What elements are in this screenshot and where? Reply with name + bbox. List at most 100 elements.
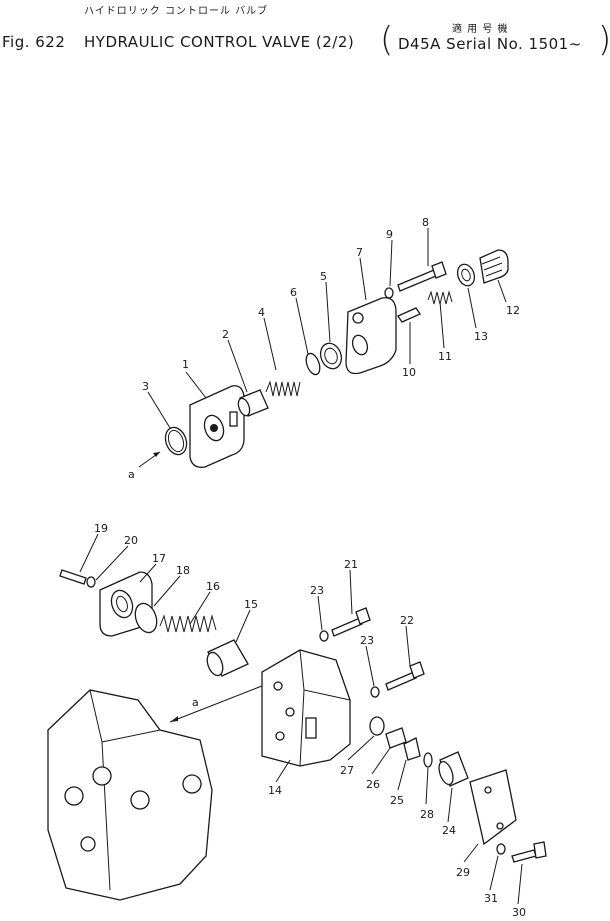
part-23-washer-a <box>319 630 329 642</box>
part-7-flange <box>345 297 397 375</box>
callout-4: 4 <box>258 306 265 319</box>
part-6-o-ring <box>305 352 321 376</box>
diagram-header: ハイドロリック コントロール バルブ Fig. 622 HYDRAULIC CO… <box>0 0 610 60</box>
callout-9: 9 <box>386 228 393 241</box>
housing-port-a <box>64 786 84 806</box>
part-16-spring <box>159 614 217 633</box>
part-29-cover-plate <box>469 769 517 846</box>
part-22-bolt-head <box>409 661 425 679</box>
part-13-washer-hole <box>461 268 471 282</box>
callout-30: 30 <box>512 906 526 919</box>
english-title: HYDRAULIC CONTROL VALVE (2/2) <box>84 33 355 51</box>
part-14-body-edges <box>299 649 351 767</box>
part-30-bolt <box>511 849 537 863</box>
callout-16: 16 <box>206 580 220 593</box>
assembly-leader-line <box>169 681 273 723</box>
callout-27: 27 <box>340 764 354 777</box>
callout-18: 18 <box>176 564 190 577</box>
part-1-bore-center <box>210 424 218 432</box>
housing-port-e <box>80 836 96 852</box>
part-8-bolt-head <box>431 261 447 279</box>
part-1-slot <box>229 411 238 427</box>
part-21-bolt <box>331 617 363 637</box>
callout-25: 25 <box>390 794 404 807</box>
part-13-washer <box>456 263 476 287</box>
callout-leaders <box>79 228 523 905</box>
callout-3: 3 <box>142 380 149 393</box>
ref-a-top-label: a <box>128 468 135 481</box>
part-9-washer <box>384 287 394 299</box>
part-5-ring-inner <box>324 347 338 365</box>
callout-22: 22 <box>400 614 414 627</box>
callout-13: 13 <box>474 330 488 343</box>
part-29-hole-a <box>484 786 492 794</box>
part-12-plug-threads <box>481 256 503 277</box>
ref-a-arrowhead-top <box>153 452 160 457</box>
callout-1: 1 <box>182 358 189 371</box>
housing-port-c <box>130 790 150 810</box>
callout-28: 28 <box>420 808 434 821</box>
part-23-washer-b <box>370 686 380 698</box>
callout-17: 17 <box>152 552 166 565</box>
callout-19: 19 <box>94 522 108 535</box>
close-paren: ) <box>598 20 610 60</box>
open-paren: ( <box>380 20 394 60</box>
part-18-o-ring <box>134 602 158 634</box>
part-22-bolt <box>385 671 417 691</box>
housing-port-d <box>182 774 202 794</box>
part-25-plug <box>403 737 421 761</box>
callout-24: 24 <box>442 824 456 837</box>
part-14-port-a <box>273 681 283 691</box>
callout-5: 5 <box>320 270 327 283</box>
part-5-ring <box>319 342 343 370</box>
callout-12: 12 <box>506 304 520 317</box>
callout-14: 14 <box>268 784 282 797</box>
applicable-models-label: 適 用 号 機 <box>452 24 509 35</box>
callout-10: 10 <box>402 366 416 379</box>
part-26-fitting <box>385 727 407 749</box>
callout-20: 20 <box>124 534 138 547</box>
part-19-bolt <box>59 569 87 585</box>
part-15-piston-end <box>206 651 224 677</box>
callout-21: 21 <box>344 558 358 571</box>
part-20-washer <box>86 576 96 588</box>
part-31-washer <box>496 843 506 855</box>
callout-8: 8 <box>422 216 429 229</box>
part-7-bolt-hole <box>352 312 364 324</box>
ref-a-arrowhead-bottom <box>170 716 178 722</box>
callout-29: 29 <box>456 866 470 879</box>
callout-23-b: 23 <box>360 634 374 647</box>
callout-7: 7 <box>356 246 363 259</box>
callout-31: 31 <box>484 892 498 905</box>
part-14-window <box>305 717 317 739</box>
part-14-port-c <box>275 731 285 741</box>
part-27-nut <box>369 716 385 736</box>
part-30-bolt-head <box>533 841 547 859</box>
part-24-sleeve-end <box>438 760 454 786</box>
callout-11: 11 <box>438 350 452 363</box>
part-3-o-ring-inner <box>167 429 185 453</box>
part-17-bore-inner <box>116 595 128 613</box>
callout-23-a: 23 <box>310 584 324 597</box>
housing-port-b <box>92 766 112 786</box>
part-8-bolt <box>397 269 437 292</box>
model-serial: D45A Serial No. 1501~ <box>398 35 582 53</box>
callout-6: 6 <box>290 286 297 299</box>
part-2-spool-end <box>237 397 251 417</box>
ref-a-bottom-label: a <box>192 696 199 709</box>
part-10-pin <box>397 307 421 323</box>
part-4-spring <box>265 380 301 397</box>
part-3-o-ring <box>164 426 188 456</box>
part-14-valve-body <box>261 649 351 767</box>
figure-number: Fig. 622 <box>2 33 66 51</box>
part-21-bolt-head <box>355 607 371 625</box>
part-29-hole-b <box>496 822 504 830</box>
callout-2: 2 <box>222 328 229 341</box>
japanese-title: ハイドロリック コントロール バルブ <box>84 6 269 17</box>
part-28-o-ring <box>423 752 433 768</box>
callout-26: 26 <box>366 778 380 791</box>
part-17-bore <box>110 589 134 619</box>
part-7-bore <box>351 334 369 356</box>
part-14-port-b <box>285 707 295 717</box>
